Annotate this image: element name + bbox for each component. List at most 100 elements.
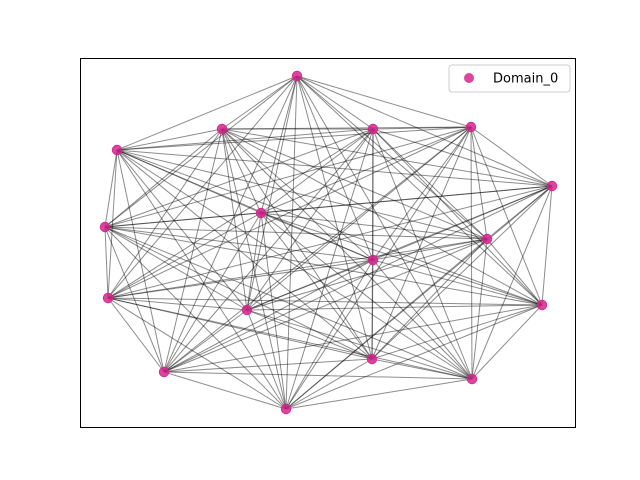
- graph-edge: [285, 378, 473, 410]
- graph-edge: [163, 185, 553, 373]
- graph-edge: [104, 128, 374, 228]
- graph-edge: [246, 185, 553, 311]
- graph-edge: [116, 149, 553, 187]
- graph-edge: [471, 304, 543, 380]
- legend-marker-icon: [464, 73, 474, 83]
- graph-edge: [163, 128, 374, 373]
- graph-edge: [260, 212, 473, 380]
- graph-edge: [107, 128, 374, 299]
- graph-edge: [221, 128, 488, 240]
- graph-edge: [116, 149, 488, 240]
- graph-edge: [296, 75, 543, 306]
- graph-node: [99, 221, 111, 233]
- graph-edge: [107, 297, 543, 306]
- graph-edge: [246, 309, 287, 410]
- graph-edge: [104, 75, 298, 228]
- graph-edge: [246, 309, 373, 360]
- graph-edge: [372, 126, 472, 261]
- graph-edge: [486, 185, 553, 240]
- graph-edge: [372, 259, 473, 380]
- graph-edge: [116, 128, 223, 151]
- graph-edge: [163, 358, 373, 373]
- graph-edge: [246, 212, 262, 311]
- graph-edge: [116, 149, 287, 410]
- graph-edge: [107, 297, 287, 410]
- graph-edge: [246, 259, 374, 311]
- graph-edge: [104, 212, 262, 228]
- legend: Domain_0: [448, 64, 571, 93]
- graph-edge: [107, 75, 298, 299]
- graph-edge: [163, 75, 298, 373]
- graph-edge: [470, 126, 543, 306]
- graph-edge: [163, 238, 488, 373]
- graph-edge: [296, 75, 553, 187]
- graph-edge: [107, 149, 118, 299]
- graph-edge: [486, 238, 543, 306]
- graph-edge: [116, 149, 374, 261]
- graph-edge: [260, 128, 374, 214]
- graph-edge: [371, 259, 374, 360]
- plot-frame: [80, 58, 576, 428]
- graph-edge: [107, 297, 373, 360]
- graph-edge: [371, 304, 543, 360]
- graph-edge: [260, 185, 553, 214]
- graph-node: [255, 207, 267, 219]
- graph-edge: [104, 226, 165, 373]
- graph-edge: [221, 128, 262, 214]
- graph-edge: [116, 149, 473, 380]
- graph-edge: [260, 212, 374, 261]
- graph-edge: [107, 259, 374, 299]
- graph-edge: [107, 212, 262, 299]
- graph-edge: [285, 304, 543, 410]
- graph-edge: [372, 126, 472, 130]
- graph-edge: [260, 212, 373, 360]
- graph-edge: [163, 126, 472, 373]
- graph-edge: [116, 149, 165, 373]
- graph-edge: [107, 126, 472, 299]
- graph-edge: [372, 128, 473, 380]
- graph-node: [216, 123, 228, 135]
- graph-edge: [104, 226, 109, 299]
- graph-edge: [285, 128, 374, 410]
- graph-node: [366, 353, 378, 365]
- graph-edge: [470, 126, 488, 240]
- graph-edge: [296, 75, 374, 130]
- graph-edge: [296, 75, 488, 240]
- graph-edge: [260, 212, 543, 306]
- graph-node: [241, 304, 253, 316]
- graph-edge: [246, 75, 298, 311]
- graph-edge: [116, 149, 543, 306]
- graph-edge: [116, 149, 262, 214]
- graph-edge: [221, 128, 374, 261]
- graph-edge: [285, 259, 374, 410]
- graph-edge: [371, 358, 473, 380]
- graph-edge: [116, 128, 374, 151]
- graph-edge: [285, 238, 488, 410]
- graph-edge: [107, 297, 248, 311]
- graph-edge: [163, 259, 374, 373]
- graph-edge: [371, 128, 374, 360]
- graph-edge: [246, 128, 374, 311]
- graph-edge: [107, 297, 165, 373]
- graph-edge: [246, 238, 488, 311]
- nodes-layer: [99, 70, 558, 415]
- graph-edge: [371, 185, 553, 360]
- legend-label: Domain_0: [493, 72, 558, 87]
- graph-edge: [541, 185, 553, 306]
- graph-edge: [104, 126, 472, 228]
- graph-node: [102, 292, 114, 304]
- graph-edge: [471, 238, 488, 380]
- graph-edge: [221, 128, 287, 410]
- graph-edge: [221, 128, 473, 380]
- graph-edge: [221, 128, 553, 187]
- graph-edge: [285, 185, 553, 410]
- graph-node: [466, 373, 478, 385]
- graph-edge: [104, 226, 488, 240]
- legend-box: [448, 64, 571, 93]
- graph-edge: [470, 126, 553, 187]
- graph-edge: [163, 371, 287, 410]
- graph-edge: [116, 126, 472, 151]
- graph-edge: [163, 371, 473, 380]
- graph-edge: [107, 238, 488, 299]
- graph-edge: [296, 75, 373, 360]
